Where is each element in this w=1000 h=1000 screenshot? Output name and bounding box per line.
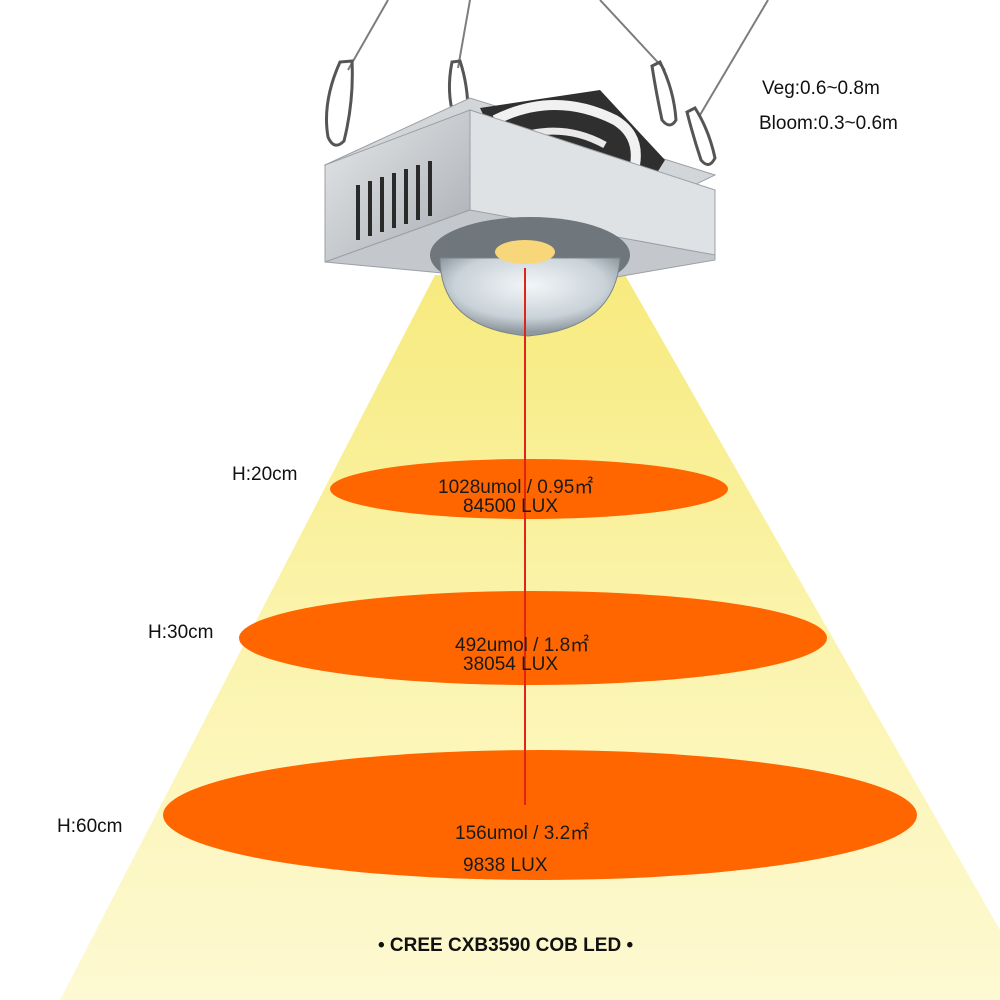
height-label-30cm: H:30cm [148, 622, 214, 643]
product-caption: • CREE CXB3590 COB LED • [378, 935, 634, 956]
ppfd-30cm: 492umol / 1.8㎡ [455, 635, 590, 656]
zone-ellipse-20cm [330, 459, 728, 519]
ppfd-20cm: 1028umol / 0.95㎡ [438, 477, 594, 498]
zone-ellipse-60cm [163, 750, 917, 880]
led-fixture [323, 90, 717, 337]
height-label-60cm: H:60cm [57, 816, 123, 837]
ppfd-60cm: 156umol / 3.2㎡ [455, 823, 590, 844]
height-label-20cm: H:20cm [232, 464, 298, 485]
veg-height-spec: Veg:0.6~0.8m [762, 78, 880, 99]
hanging-wires [347, 0, 769, 116]
bloom-height-spec: Bloom:0.3~0.6m [759, 113, 898, 134]
lux-30cm: 38054 LUX [463, 654, 559, 675]
lux-60cm: 9838 LUX [463, 855, 548, 876]
zone-ellipse-30cm [239, 591, 827, 685]
lux-20cm: 84500 LUX [463, 496, 559, 517]
